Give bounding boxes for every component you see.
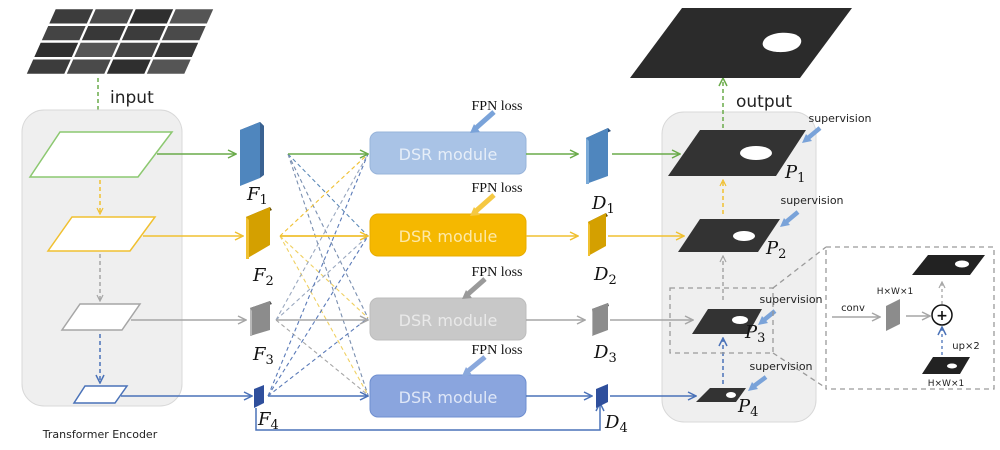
prediction-p3: [692, 309, 762, 334]
input-label: input: [110, 88, 154, 108]
image-patch: [41, 26, 86, 41]
image-patch: [114, 42, 159, 57]
image-patch: [121, 26, 166, 41]
image-patch: [106, 59, 151, 74]
encoder-stage-4: [72, 385, 129, 404]
fpn-loss-arrow-3: [466, 277, 487, 296]
dsr-module-2-label: DSR module: [399, 227, 498, 246]
image-patch: [81, 26, 126, 41]
image-patch: [154, 42, 199, 57]
fpn-loss-arrow-1: [474, 110, 496, 130]
feature-f2: [246, 207, 272, 259]
image-patch: [129, 9, 174, 24]
fpn-loss-label-3: FPN loss: [472, 265, 523, 280]
f2-label: F2: [252, 265, 274, 289]
feature-f3: [250, 301, 272, 336]
fpn-loss-label-2: FPN loss: [472, 181, 523, 196]
image-patch: [89, 9, 134, 24]
f4-d4-skip-connection: [255, 403, 600, 431]
sum-symbol: +: [936, 308, 948, 324]
decoded-d3: [592, 303, 609, 336]
dsr-module-2[interactable]: DSR module: [369, 213, 527, 257]
input-image-grid: [25, 8, 215, 75]
image-patch: [49, 9, 94, 24]
zoom-line-top: [772, 246, 827, 289]
supervision-arrow-4: [752, 375, 768, 388]
supervision-label-4: supervision: [749, 360, 812, 373]
d3-label: D3: [593, 342, 617, 366]
hw1-top-label: H×W×1: [877, 287, 913, 297]
p4-label: P4: [737, 396, 758, 420]
d1-label: D1: [591, 193, 615, 217]
supervision-label-1: supervision: [808, 112, 871, 125]
conv-feature-map: [886, 299, 900, 331]
d4-label: D4: [604, 412, 628, 436]
prediction-p4: [696, 388, 746, 402]
supervision-arrow-1: [806, 126, 822, 140]
dsr-module-3-label: DSR module: [399, 311, 498, 330]
output-label: output: [736, 92, 792, 112]
f1-label: F1: [246, 184, 268, 208]
feature-f1: [240, 122, 264, 186]
dsr-module-4-label: DSR module: [399, 388, 498, 407]
image-patch: [34, 42, 79, 57]
fpn-loss-label-1: FPN loss: [472, 99, 523, 114]
dsr-module-1[interactable]: DSR module: [369, 131, 527, 175]
dsr-module-1-label: DSR module: [399, 145, 498, 164]
hw1-bottom-label: H×W×1: [928, 379, 964, 389]
fpn-loss-arrow-4: [466, 355, 487, 373]
p3-focus-box: [669, 287, 774, 354]
inset-input-mask: [922, 357, 970, 374]
f3-label: F3: [252, 344, 274, 368]
decoded-d4: [596, 384, 608, 408]
image-patch: [146, 59, 191, 74]
cross-scale-connections: [267, 153, 369, 397]
output-mask: [630, 8, 852, 78]
supervision-label-2: supervision: [780, 194, 843, 207]
decoded-d2: [588, 213, 608, 256]
p2-label: P2: [765, 238, 786, 262]
encoder-stage-3: [60, 303, 142, 331]
encoder-stage-1: [28, 131, 174, 178]
d2-label: D2: [593, 264, 617, 288]
p1-label: P1: [784, 162, 805, 186]
prediction-p1: [668, 130, 806, 176]
conv-label: conv: [841, 303, 865, 314]
encoder-stage-2: [46, 216, 157, 252]
prediction-p2: [678, 219, 780, 252]
encoder-label: Transformer Encoder: [42, 428, 158, 441]
supervision-arrow-2: [784, 210, 800, 224]
image-patch: [26, 59, 71, 74]
encoder-panel: [21, 109, 183, 407]
image-patch: [66, 59, 111, 74]
prediction-panel: [661, 111, 817, 423]
inset-output-mask: [912, 255, 985, 275]
feature-f4: [254, 385, 264, 408]
dsr-module-3[interactable]: DSR module: [369, 297, 527, 341]
f4-label: F4: [257, 409, 279, 433]
dsr-module-4[interactable]: DSR module: [369, 374, 527, 418]
p3-label: P3: [744, 322, 765, 346]
decoded-d1: [586, 128, 611, 184]
image-patch: [169, 9, 214, 24]
image-patch: [74, 42, 119, 57]
zoom-line-bottom: [772, 352, 827, 389]
upsample-label: up×2: [952, 341, 979, 352]
image-patch: [161, 26, 206, 41]
sum-node-icon: [931, 304, 953, 326]
fpn-loss-arrow-2: [474, 193, 496, 213]
supervision-label-3: supervision: [759, 293, 822, 306]
fpn-loss-label-4: FPN loss: [472, 343, 523, 358]
